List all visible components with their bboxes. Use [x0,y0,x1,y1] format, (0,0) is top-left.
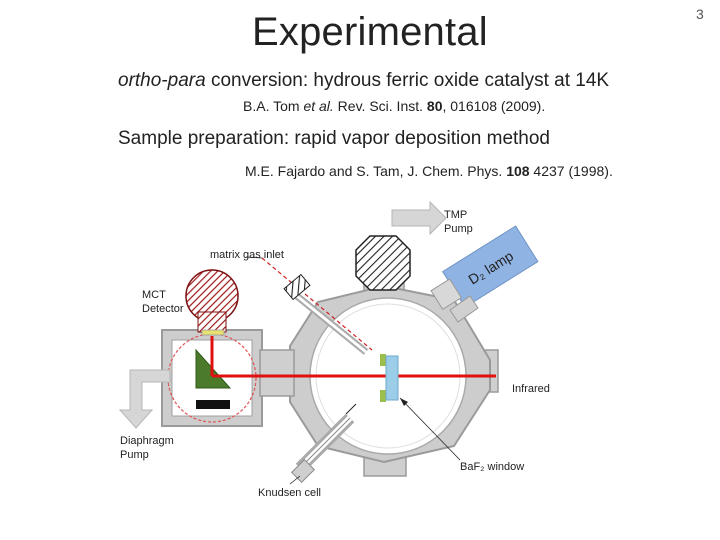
tmp-label-2: Pump [444,223,473,235]
ref1-etal: et al. [303,98,334,114]
conversion-line: ortho-para conversion: hydrous ferric ox… [118,70,609,92]
reference-fajardo: M.E. Fajardo and S. Tam, J. Chem. Phys. … [245,163,613,179]
infrared-beam [210,336,496,378]
ref1-authors: B.A. Tom [243,98,304,114]
reference-tom: B.A. Tom et al. Rev. Sci. Inst. 80, 0161… [243,98,545,114]
diaphragm-label-2: Pump [120,449,149,461]
mct-label-1: MCT [142,289,166,301]
ref1-journal: Rev. Sci. Inst. [333,98,427,114]
ref2-authors: M.E. Fajardo and S. Tam, J. Chem. Phys. [245,163,507,179]
tmp-pump-head [355,235,411,291]
ref1-rest: , 016108 (2009). [442,98,546,114]
mct-detector [161,269,263,427]
mct-label-2: Detector [142,303,184,315]
infrared-label: Infrared [512,383,550,395]
baf2-window-label: BaF₂ window [460,461,524,473]
tmp-label-1: TMP [444,209,467,221]
apparatus-diagram: D₂ lamp [118,200,550,499]
preparation-line: Sample preparation: rapid vapor depositi… [118,128,550,149]
d2-lamp: D₂ lamp [430,225,539,311]
baf2-window [380,354,399,402]
page-number: 3 [696,6,704,22]
matrix-gas-inlet-label: matrix gas inlet [210,249,284,261]
knudsen-cell [290,403,357,484]
knudsen-cell-label: Knudsen cell [258,487,321,499]
ref2-volume: 108 [506,163,530,179]
matrix-gas-inlet-tube [261,257,373,355]
tmp-arrow [391,200,447,236]
ref2-rest: 4237 (1998). [529,163,613,179]
slide-title: Experimental [252,10,488,54]
diaphragm-label-1: Diaphragm [120,435,174,447]
diaphragm-arrow [118,369,171,429]
ortho-para-term: ortho-para [118,70,206,91]
ref1-volume: 80 [426,98,443,114]
conversion-text: conversion: hydrous ferric oxide catalys… [205,70,610,91]
